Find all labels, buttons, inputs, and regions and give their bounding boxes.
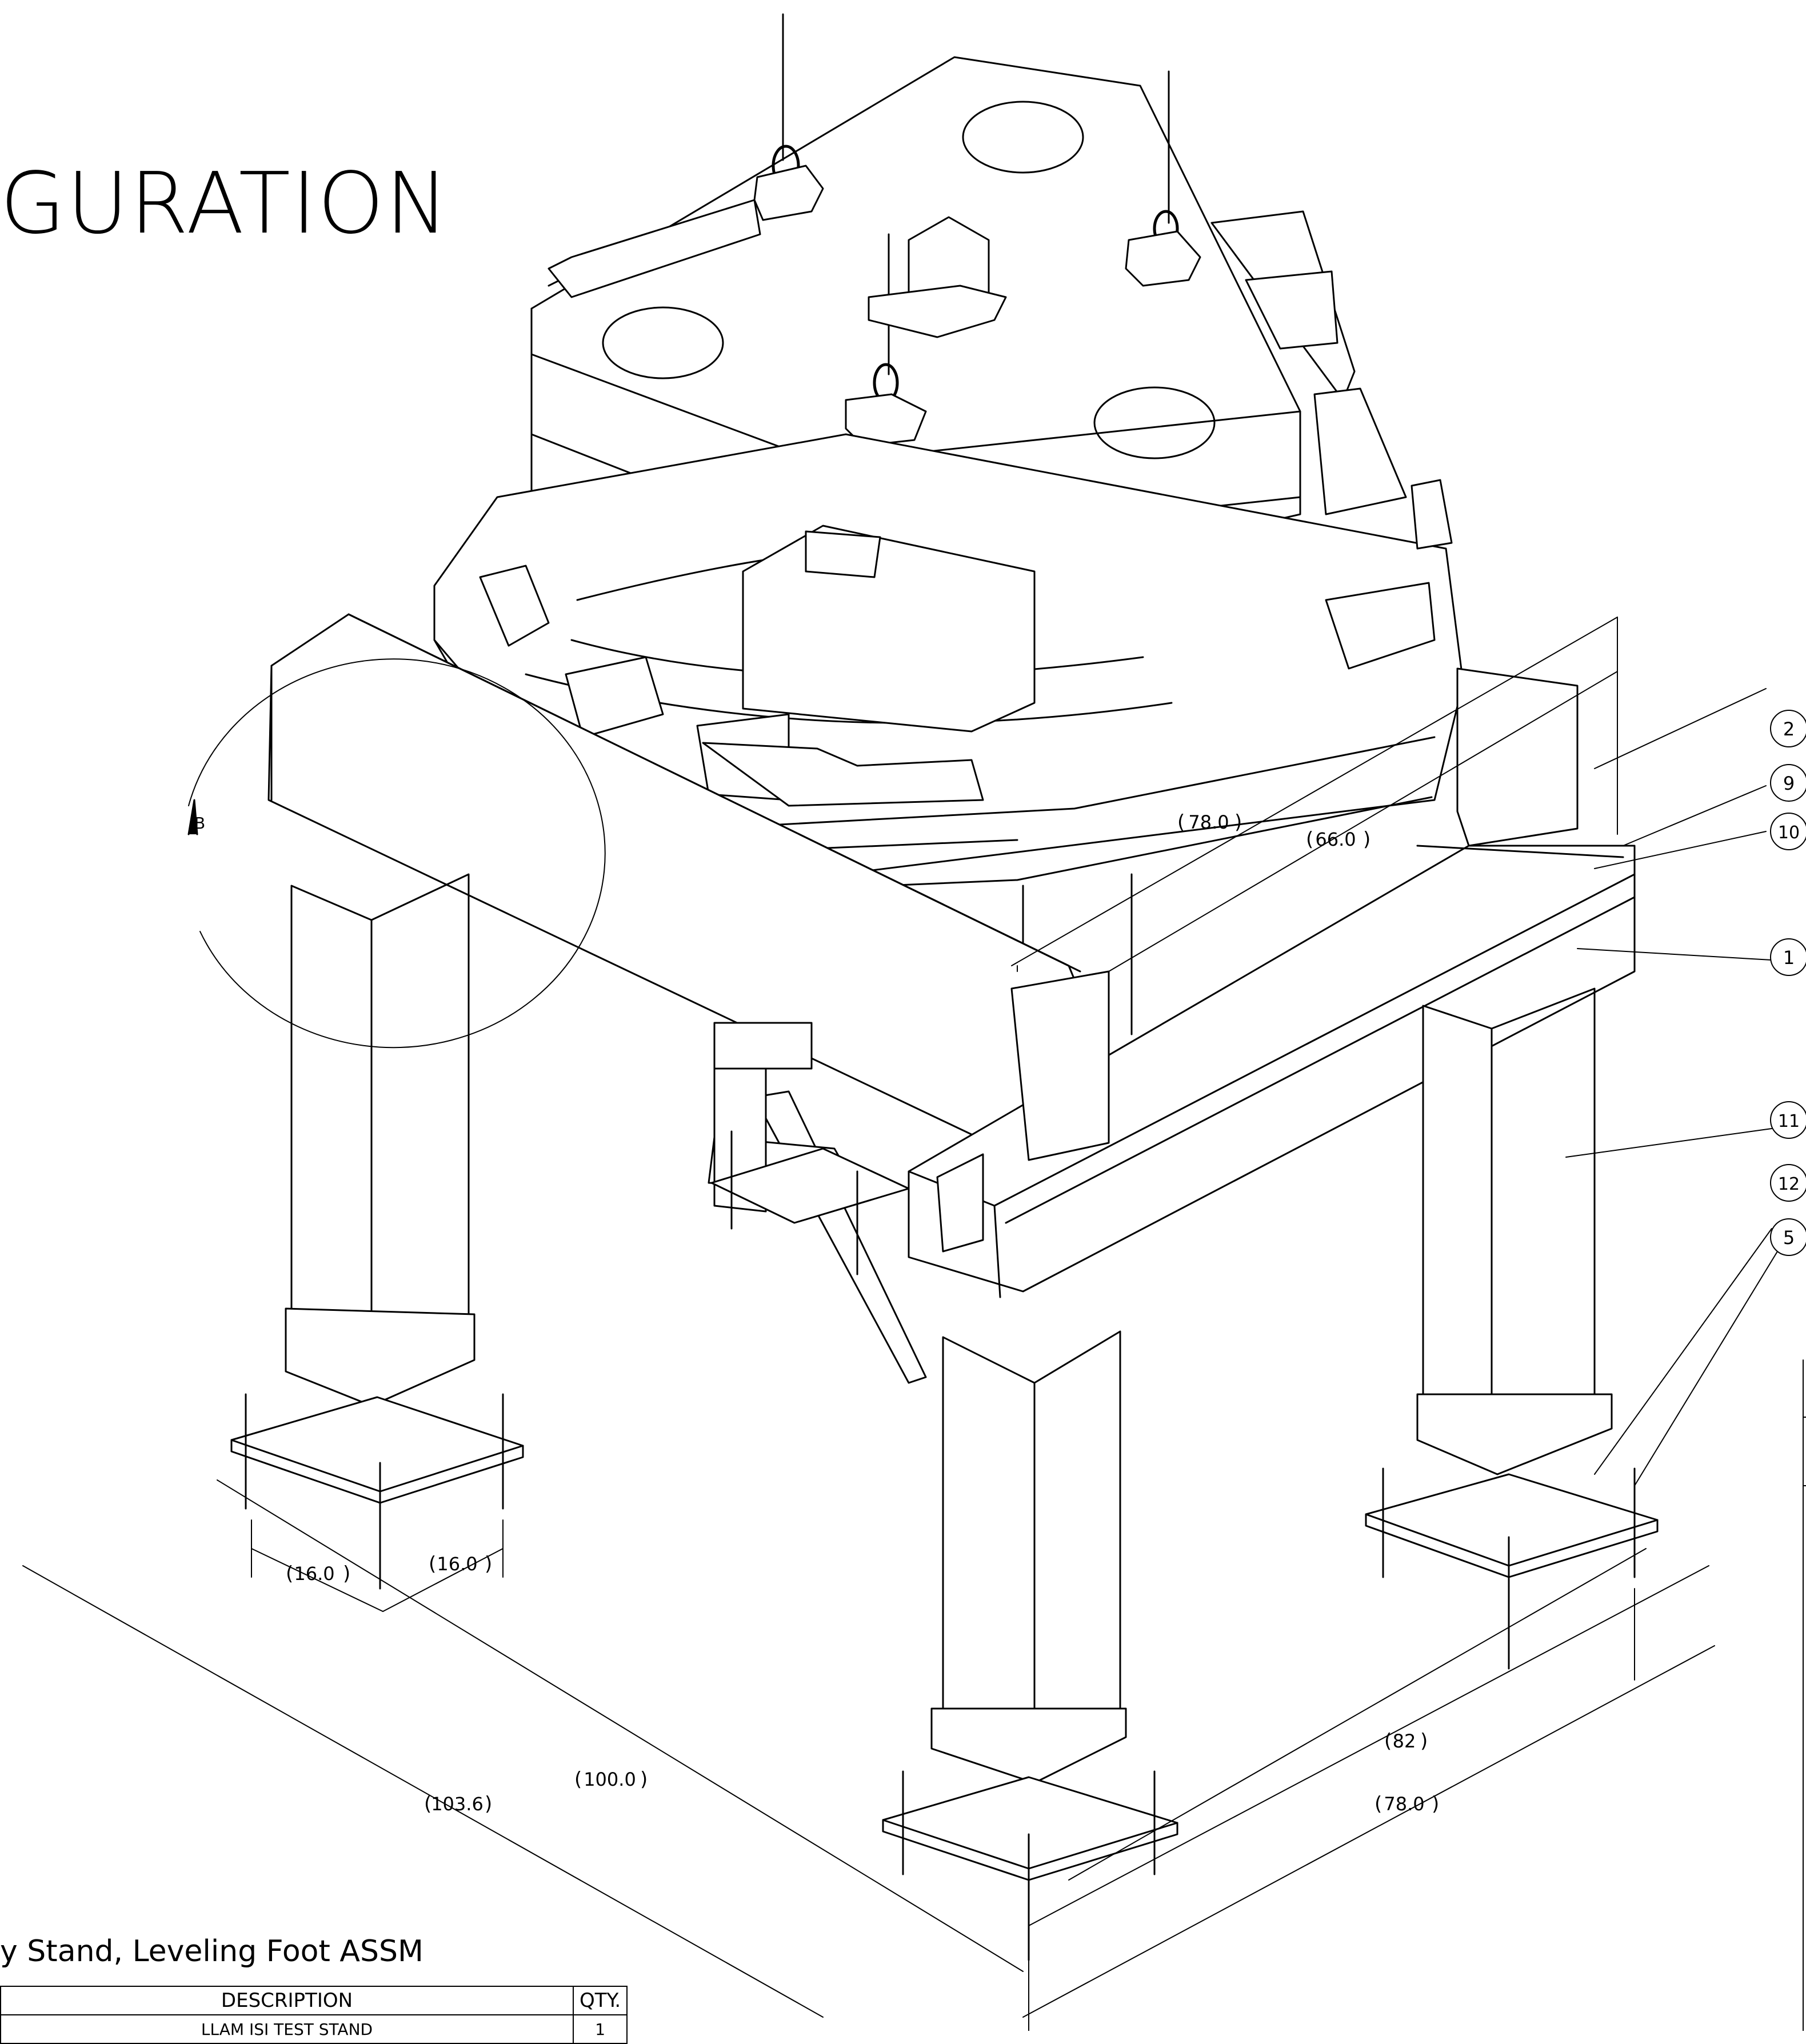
frame-beams xyxy=(267,613,1636,1298)
balloon-text: 10 xyxy=(1778,823,1800,843)
legs xyxy=(285,873,1613,1784)
partial-title-block xyxy=(1803,1359,1806,2031)
svg-text:): ) xyxy=(1363,828,1371,851)
dim-82: 82 xyxy=(1393,1730,1416,1752)
svg-text:): ) xyxy=(640,1768,648,1791)
balloon-10: 10 xyxy=(1770,813,1806,850)
svg-text:(: ( xyxy=(1375,1793,1382,1815)
svg-text:(: ( xyxy=(1177,811,1185,834)
bom-row-qty: 1 xyxy=(572,2014,628,2044)
svg-text:(: ( xyxy=(1384,1730,1392,1753)
svg-text:): ) xyxy=(1420,1730,1428,1753)
balloon-text: 1 xyxy=(1783,947,1795,969)
balloon-5: 5 xyxy=(1770,1218,1806,1256)
balloon-12: 12 xyxy=(1770,1164,1806,1202)
bill-of-materials: DESCRIPTION QTY. LLAM ISI TEST STAND 1 xyxy=(0,1986,628,2044)
balloon-9: 9 xyxy=(1770,764,1806,802)
leveling-feet xyxy=(230,1130,1659,1961)
detail-label-b: B xyxy=(194,814,205,833)
dimension-lines xyxy=(22,617,1715,2031)
svg-text:): ) xyxy=(485,1793,492,1815)
balloon-text: 9 xyxy=(1783,773,1795,794)
dim-100: 100.0 xyxy=(584,1769,636,1790)
dim-16-right: 16.0 xyxy=(437,1553,477,1575)
bom-header-qty: QTY. xyxy=(572,1986,628,2015)
bom-row-description: LLAM ISI TEST STAND xyxy=(0,2014,574,2044)
balloon-2: 2 xyxy=(1770,710,1806,747)
dim-78-bottom: 78.0 xyxy=(1384,1793,1424,1815)
svg-text:): ) xyxy=(1432,1793,1439,1815)
balloon-11: 11 xyxy=(1770,1101,1806,1139)
drawing-title: GURATION xyxy=(0,154,450,253)
svg-text:(: ( xyxy=(429,1553,436,1575)
balloon-text: 2 xyxy=(1783,718,1795,740)
balloon-text: 5 xyxy=(1783,1227,1795,1249)
svg-text:(: ( xyxy=(424,1793,431,1815)
table-row: LLAM ISI TEST STAND 1 xyxy=(0,2014,628,2044)
svg-text:): ) xyxy=(343,1562,350,1585)
svg-text:(: ( xyxy=(574,1768,582,1791)
bom-header-row: DESCRIPTION QTY. xyxy=(0,1986,628,2015)
svg-text:(: ( xyxy=(1306,828,1313,851)
dim-103-6: 103.6 xyxy=(431,1793,484,1815)
balloon-text: 11 xyxy=(1778,1111,1800,1131)
balloon-text: 12 xyxy=(1778,1174,1800,1194)
balloon-1: 1 xyxy=(1770,938,1806,976)
dim-16-left: 16.0 xyxy=(294,1563,334,1585)
dim-78-top: 78.0 xyxy=(1188,811,1229,833)
svg-text:(: ( xyxy=(286,1562,293,1585)
detail-circle-b xyxy=(187,658,606,1049)
bom-header-description: DESCRIPTION xyxy=(0,1986,574,2015)
svg-text:): ) xyxy=(485,1553,492,1575)
drawing-subtitle: y Stand, Leveling Foot ASSM xyxy=(0,1934,423,1969)
svg-text:): ) xyxy=(1234,811,1242,834)
dim-66: 66.0 xyxy=(1315,829,1356,850)
balloon-leaders xyxy=(1565,688,1778,1486)
